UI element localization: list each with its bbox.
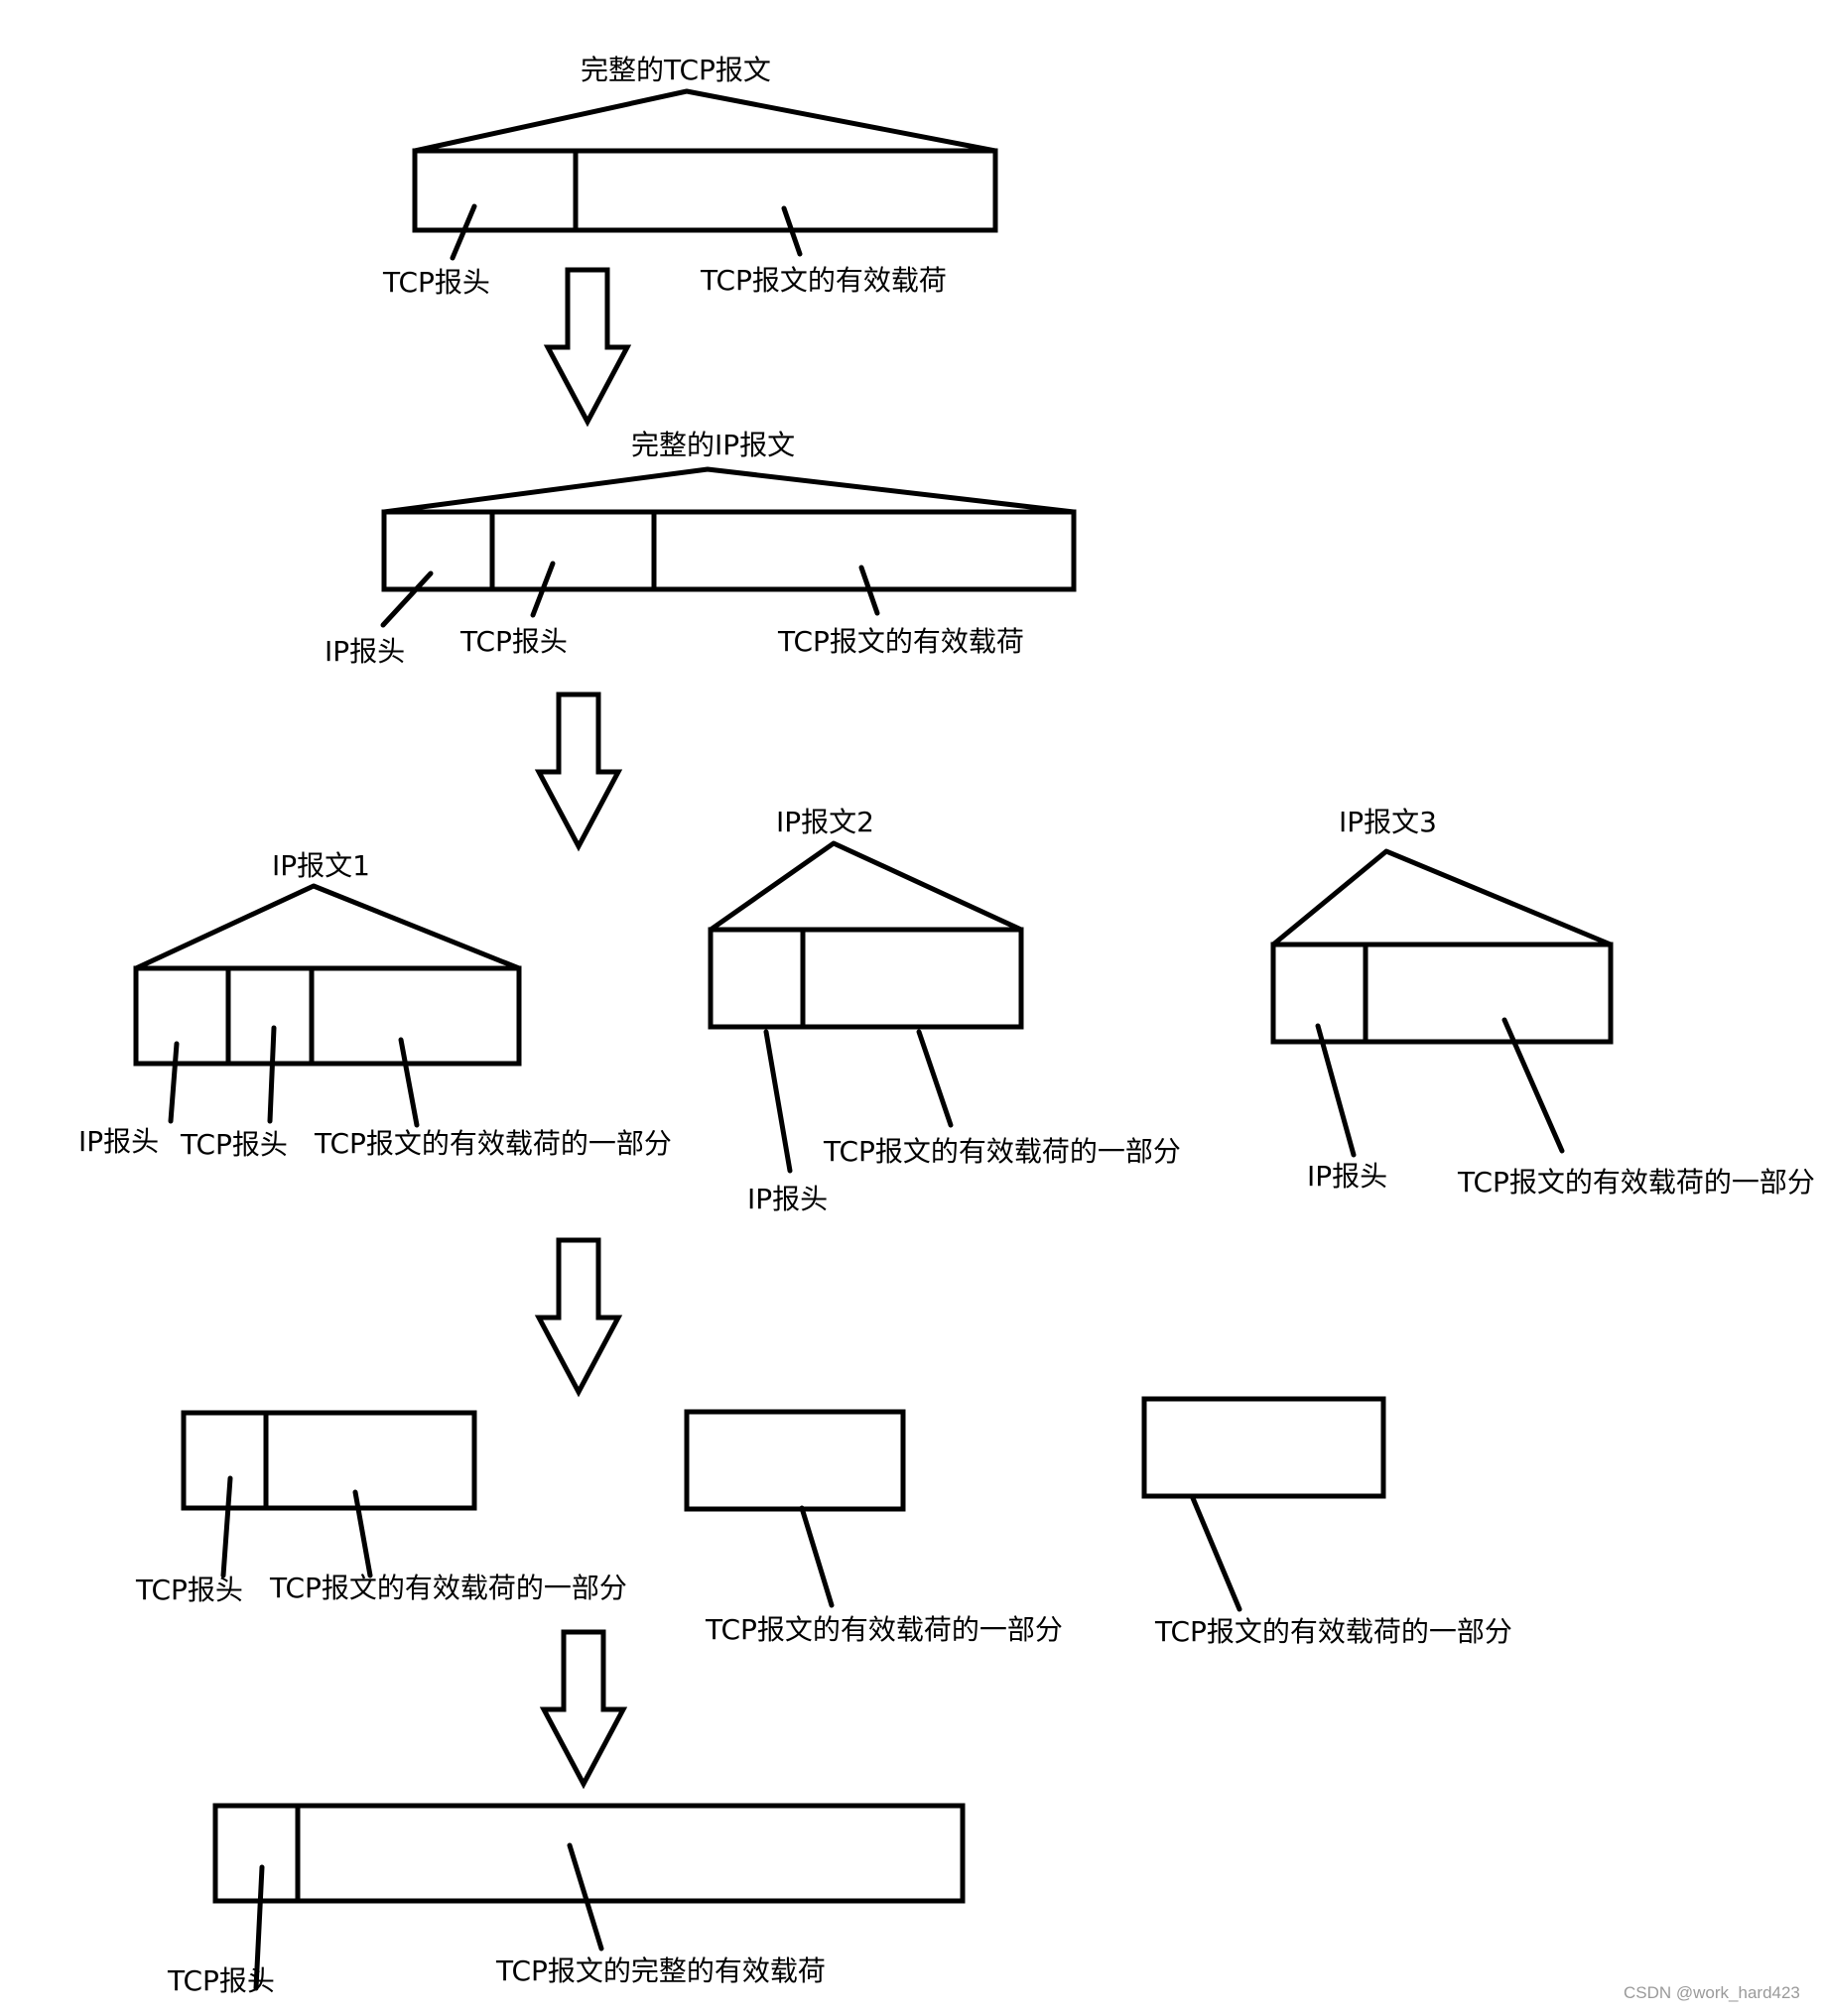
label-tcp-header: TCP报头 — [180, 1128, 288, 1161]
down-arrow-icon — [534, 692, 623, 852]
pointer-line — [380, 570, 434, 628]
pointer-line — [530, 561, 556, 618]
pointer-line — [858, 565, 880, 616]
label-tcp-payload: TCP报文的有效载荷 — [777, 625, 1024, 658]
ip-datagram-box — [381, 509, 1077, 592]
label-tcp-payload-part: TCP报文的有效载荷的一部分 — [1457, 1166, 1815, 1198]
reassembled-segment-box — [212, 1803, 966, 1904]
label-ip-header: IP报头 — [747, 1183, 828, 1215]
ip-fragment-3-box — [1270, 942, 1614, 1045]
pointer-line — [168, 1041, 180, 1124]
ip-fragment-1: IP报文1 IP报头 TCP报头 TCP报文的有效载荷的一部分 — [78, 849, 672, 1161]
pointer-line — [763, 1029, 793, 1174]
label-tcp-header: TCP报头 — [382, 266, 490, 299]
stripped-fragment-3-box — [1141, 1396, 1386, 1499]
pointer-line — [567, 1842, 604, 1952]
title-ip-datagram: 完整的IP报文 — [631, 429, 795, 461]
label-ip-header: IP报头 — [325, 635, 405, 668]
stage-tcp-segment: 完整的TCP报文 TCP报头 TCP报文的有效载荷 — [382, 54, 998, 299]
label-ip-header: IP报头 — [78, 1125, 159, 1158]
stripped-fragment-1: TCP报头 TCP报文的有效载荷的一部分 — [135, 1410, 627, 1606]
title-ip-fragment-3: IP报文3 — [1339, 806, 1437, 838]
pointer-line — [1315, 1023, 1357, 1158]
watermark: CSDN @work_hard423 — [1624, 1983, 1800, 2002]
stripped-fragment-2: TCP报文的有效载荷的一部分 — [684, 1409, 1063, 1646]
tcp-segment-box — [412, 148, 998, 233]
title-ip-fragment-2: IP报文2 — [776, 806, 874, 838]
label-tcp-header: TCP报头 — [135, 1574, 243, 1606]
brace-ip-fragment-3 — [1270, 848, 1614, 947]
pointer-line — [450, 203, 477, 261]
down-arrow-icon — [534, 1237, 623, 1398]
ip-fragment-3: IP报文3 IP报头 TCP报文的有效载荷的一部分 — [1270, 806, 1815, 1198]
pointer-line — [781, 205, 803, 257]
brace-ip-fragment-2 — [708, 840, 1024, 933]
pointer-line — [253, 1864, 265, 1991]
label-tcp-payload-part: TCP报文的有效载荷的一部分 — [269, 1572, 627, 1604]
brace-ip-datagram — [381, 466, 1077, 515]
pointer-line — [398, 1037, 420, 1128]
label-tcp-header: TCP报头 — [167, 1964, 275, 1997]
title-ip-fragment-1: IP报文1 — [272, 849, 370, 882]
stripped-fragment-1-box — [181, 1410, 477, 1511]
pointer-line — [267, 1025, 277, 1124]
label-tcp-payload: TCP报文的有效载荷 — [700, 264, 947, 297]
ip-fragment-2-box — [708, 927, 1024, 1030]
label-tcp-payload-part: TCP报文的有效载荷的一部分 — [1154, 1615, 1512, 1648]
pointer-line — [352, 1489, 373, 1578]
label-ip-header: IP报头 — [1307, 1160, 1387, 1193]
pointer-line — [916, 1029, 954, 1128]
down-arrow-icon — [539, 1629, 628, 1790]
pointer-line — [1190, 1495, 1242, 1612]
stripped-fragment-2-box — [684, 1409, 906, 1512]
label-tcp-payload-full: TCP报文的完整的有效载荷 — [495, 1954, 826, 1987]
title-tcp-segment: 完整的TCP报文 — [581, 54, 771, 86]
pointer-line — [1501, 1017, 1565, 1154]
ip-fragment-2: IP报文2 IP报头 TCP报文的有效载荷的一部分 — [708, 806, 1181, 1215]
pointer-line — [220, 1475, 233, 1578]
brace-ip-fragment-1 — [133, 883, 522, 971]
label-tcp-payload-part: TCP报文的有效载荷的一部分 — [823, 1135, 1181, 1168]
label-tcp-payload-part: TCP报文的有效载荷的一部分 — [705, 1613, 1063, 1646]
pointer-line — [799, 1505, 835, 1608]
reassembled-tcp-segment: TCP报头 TCP报文的完整的有效载荷 — [167, 1803, 966, 1997]
brace-tcp-segment — [412, 88, 998, 154]
label-tcp-header: TCP报头 — [459, 625, 568, 658]
stripped-fragment-3: TCP报文的有效载荷的一部分 — [1141, 1396, 1512, 1648]
down-arrow-icon — [543, 267, 632, 428]
label-tcp-payload-part: TCP报文的有效载荷的一部分 — [314, 1127, 672, 1160]
ip-fragment-1-box — [133, 965, 522, 1067]
stage-ip-datagram: 完整的IP报文 IP报头 TCP报头 TCP报文的有效载荷 — [325, 429, 1077, 668]
